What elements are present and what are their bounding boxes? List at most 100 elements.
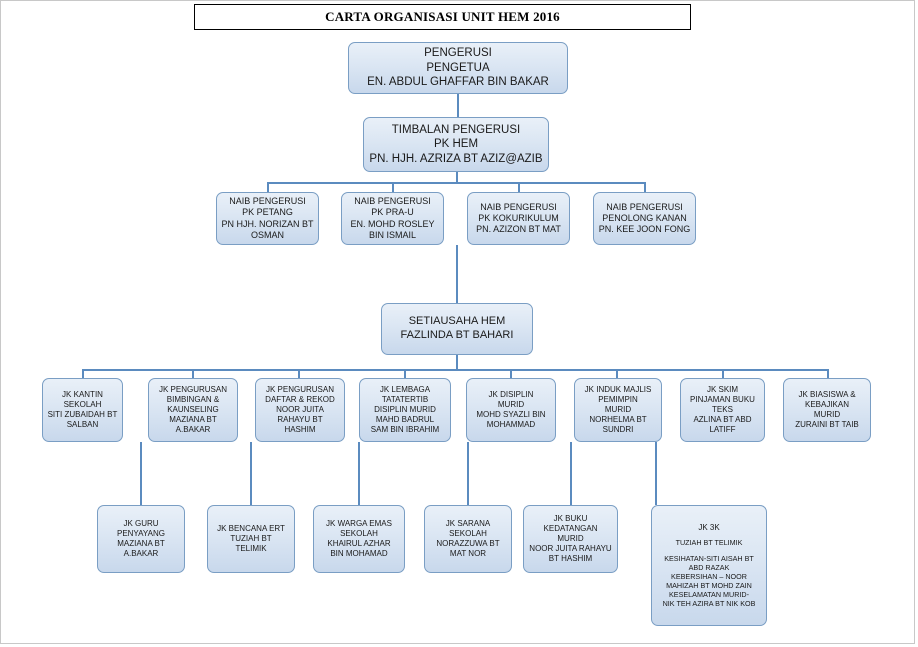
- node-jk-sarana-sekolah[interactable]: JK SARANA SEKOLAH NORAZZUWA BT MAT NOR: [424, 505, 512, 573]
- row2-6-line1: JK 3K: [698, 523, 720, 532]
- row1-6-line2: PEMIMPIN: [598, 395, 638, 404]
- connector-row1-8-drop: [827, 369, 829, 378]
- connector-row2-6-drop: [655, 442, 657, 505]
- node-naib-4-line3: PN. KEE JOON FONG: [598, 224, 691, 235]
- node-naib-3-line2: PK KOKURIKULUM: [478, 212, 559, 223]
- row2-6-line3: KESIHATAN-SITI AISAH BT: [664, 554, 754, 563]
- node-jk-buku-kedatangan-murid[interactable]: JK BUKU KEDATANGAN MURID NOOR JUITA RAHA…: [523, 505, 618, 573]
- row1-8-line3: MURID: [813, 410, 841, 419]
- node-naib-3-line1: NAIB PENGERUSI: [480, 201, 557, 212]
- row1-4-line4: MAHD BADRUL: [375, 415, 435, 424]
- row2-6-line7: KESELAMATAN MURID-: [668, 590, 749, 599]
- row1-7-line3: TEKS: [712, 405, 733, 414]
- row1-3-line3: NOOR JUITA: [276, 405, 324, 414]
- node-pengerusi-line2: PENGETUA: [426, 61, 490, 74]
- row2-1-line2: PENYAYANG: [116, 529, 165, 538]
- row1-7-line5: LATIFF: [709, 425, 736, 434]
- row1-1-line4: SALBAN: [66, 420, 99, 429]
- row1-8-line4: ZURAINI BT TAIB: [795, 420, 859, 429]
- connector-pengerusi-timbalan: [457, 94, 459, 117]
- row2-5-line5: BT HASHIM: [548, 554, 593, 563]
- connector-naib-1-drop: [267, 182, 269, 192]
- node-pengerusi-line3: EN. ABDUL GHAFFAR BIN BAKAR: [367, 76, 549, 89]
- node-naib-pengerusi-petang[interactable]: NAIB PENGERUSI PK PETANG PN HJH. NORIZAN…: [216, 192, 319, 245]
- node-jk-bencana-ert[interactable]: JK BENCANA ERT TUZIAH BT TELIMIK: [207, 505, 295, 573]
- node-naib-1-line2: PK PETANG: [242, 207, 293, 218]
- row2-3-line3: KHAIRUL AZHAR: [327, 539, 391, 548]
- row1-2-line4: MAZIANA BT: [169, 415, 217, 424]
- node-jk-pengurusan-daftar-rekod[interactable]: JK PENGURUSAN DAFTAR & REKOD NOOR JUITA …: [255, 378, 345, 442]
- node-timbalan-line1: TIMBALAN PENGERUSI: [391, 123, 521, 136]
- row2-6-line6: MAHIZAH BT MOHD ZAIN: [666, 581, 752, 590]
- connector-row2-1-drop: [140, 442, 142, 505]
- node-naib-2-line3: EN. MOHD ROSLEY: [350, 218, 435, 229]
- row2-4-line1: JK SARANA: [445, 519, 491, 528]
- row1-2-line1: JK PENGURUSAN: [158, 385, 227, 394]
- node-setiausaha-hem[interactable]: SETIAUSAHA HEM FAZLINDA BT BAHARI: [381, 303, 533, 355]
- row1-6-line3: MURID: [604, 405, 632, 414]
- node-jk-induk-majlis-pemimpin-murid[interactable]: JK INDUK MAJLIS PEMIMPIN MURID NORHELMA …: [574, 378, 662, 442]
- row1-7-line1: JK SKIM: [706, 385, 739, 394]
- row1-2-line5: A.BAKAR: [175, 425, 211, 434]
- node-naib-pengerusi-kokurikulum[interactable]: NAIB PENGERUSI PK KOKURIKULUM PN. AZIZON…: [467, 192, 570, 245]
- node-jk-kantin-sekolah[interactable]: JK KANTIN SEKOLAH SITI ZUBAIDAH BT SALBA…: [42, 378, 123, 442]
- row1-4-line2: TATATERTIB: [381, 395, 429, 404]
- node-jk-lembaga-tatatertib[interactable]: JK LEMBAGA TATATERTIB DISIPLIN MURID MAH…: [359, 378, 451, 442]
- row1-5-line2: MURID: [497, 400, 525, 409]
- row1-6-line5: SUNDRI: [602, 425, 634, 434]
- connector-row1-7-drop: [722, 369, 724, 378]
- row1-5-line1: JK DISIPLIN: [488, 390, 534, 399]
- node-jk-pengurusan-bimbingan-kaunseling[interactable]: JK PENGURUSAN BIMBINGAN & KAUNSELING MAZ…: [148, 378, 238, 442]
- connector-row1-2-drop: [192, 369, 194, 378]
- node-jk-disiplin-murid[interactable]: JK DISIPLIN MURID MOHD SYAZLI BIN MOHAMM…: [466, 378, 556, 442]
- row1-1-line1: JK KANTIN: [62, 390, 103, 399]
- row2-4-line3: NORAZZUWA BT: [436, 539, 500, 548]
- node-naib-pengerusi-penolong-kanan[interactable]: NAIB PENGERUSI PENOLONG KANAN PN. KEE JO…: [593, 192, 696, 245]
- row2-4-line4: MAT NOR: [449, 549, 487, 558]
- row2-5-line4: NOOR JUITA RAHAYU: [529, 544, 612, 553]
- connector-row1-1-drop: [82, 369, 84, 378]
- row2-6-line2: TUZIAH BT TELIMIK: [675, 538, 743, 547]
- row1-3-line2: DAFTAR & REKOD: [265, 395, 335, 404]
- connector-naib-3-drop: [518, 182, 520, 192]
- row1-1-line2: SEKOLAH: [63, 400, 102, 409]
- row1-7-line2: PINJAMAN BUKU: [690, 395, 755, 404]
- row2-1-line4: A.BAKAR: [123, 549, 159, 558]
- row2-2-line3: TELIMIK: [235, 544, 267, 553]
- node-timbalan-pengerusi[interactable]: TIMBALAN PENGERUSI PK HEM PN. HJH. AZRIZ…: [363, 117, 549, 172]
- row1-4-line1: JK LEMBAGA: [379, 385, 431, 394]
- row1-6-line1: JK INDUK MAJLIS: [584, 385, 652, 394]
- chart-title: CARTA ORGANISASI UNIT HEM 2016: [194, 4, 691, 30]
- row1-4-line3: DISIPLIN MURID: [374, 405, 436, 414]
- node-jk-3k[interactable]: JK 3K TUZIAH BT TELIMIK KESIHATAN-SITI A…: [651, 505, 767, 626]
- node-naib-pengerusi-prau[interactable]: NAIB PENGERUSI PK PRA-U EN. MOHD ROSLEY …: [341, 192, 444, 245]
- row1-3-line5: HASHIM: [284, 425, 316, 434]
- row1-2-line2: BIMBINGAN &: [166, 395, 220, 404]
- row2-2-line1: JK BENCANA ERT: [217, 524, 285, 533]
- row1-3-line1: JK PENGURUSAN: [265, 385, 334, 394]
- node-naib-2-line4: BIN ISMAIL: [368, 229, 416, 240]
- node-pengerusi[interactable]: PENGERUSI PENGETUA EN. ABDUL GHAFFAR BIN…: [348, 42, 568, 94]
- connector-naib-bus: [267, 182, 645, 184]
- node-pengerusi-line1: PENGERUSI: [424, 47, 492, 60]
- node-naib-1-line1: NAIB PENGERUSI: [229, 196, 306, 206]
- connector-row1-bus: [82, 369, 827, 371]
- row2-5-line1: JK BUKU: [553, 514, 588, 523]
- connector-row1-5-drop: [510, 369, 512, 378]
- node-naib-4-line1: NAIB PENGERUSI: [606, 201, 683, 212]
- row1-8-line2: KEBAJIKAN: [804, 400, 849, 409]
- node-jk-guru-penyayang[interactable]: JK GURU PENYAYANG MAZIANA BT A.BAKAR: [97, 505, 185, 573]
- row2-3-line4: BIN MOHAMAD: [330, 549, 388, 558]
- node-setiausaha-line2: FAZLINDA BT BAHARI: [400, 329, 514, 341]
- connector-timbalan-down: [456, 172, 458, 182]
- connector-row2-5-drop: [570, 442, 572, 505]
- row2-4-line2: SEKOLAH: [449, 529, 487, 538]
- row2-3-line2: SEKOLAH: [340, 529, 378, 538]
- node-jk-warga-emas-sekolah[interactable]: JK WARGA EMAS SEKOLAH KHAIRUL AZHAR BIN …: [313, 505, 405, 573]
- row1-5-line4: MOHAMMAD: [486, 420, 536, 429]
- node-jk-skim-pinjaman-buku-teks[interactable]: JK SKIM PINJAMAN BUKU TEKS AZLINA BT ABD…: [680, 378, 765, 442]
- node-naib-4-line2: PENOLONG KANAN: [602, 212, 687, 223]
- row2-5-line3: MURID: [557, 534, 584, 543]
- node-jk-biasiswa-kebajikan-murid[interactable]: JK BIASISWA & KEBAJIKAN MURID ZURAINI BT…: [783, 378, 871, 442]
